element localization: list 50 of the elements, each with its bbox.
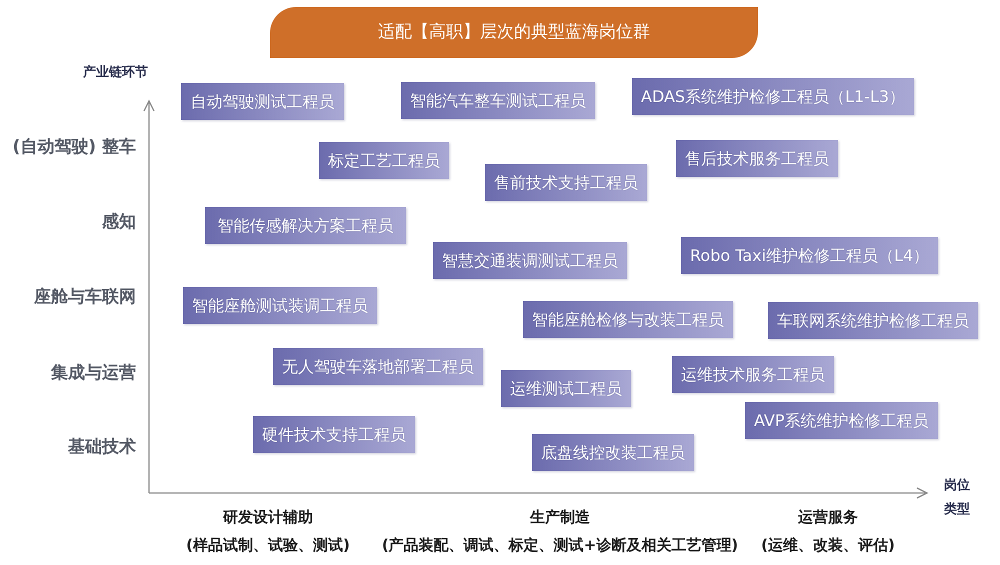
job-title: 运维测试工程员 xyxy=(510,378,622,398)
job-title: 无人驾驶车落地部署工程员 xyxy=(282,356,474,376)
axis-category-label: (自动驾驶) 整车 xyxy=(12,137,136,157)
job-title: ADAS系统维护检修工程员（L1-L3） xyxy=(641,86,906,106)
axis-category-label: 基础技术 xyxy=(68,437,136,457)
job-box xyxy=(273,348,483,385)
job-title: 硬件技术支持工程员 xyxy=(262,424,406,444)
job-title: 智能座舱检修与改装工程员 xyxy=(532,310,724,330)
job-title: 智能汽车整车测试工程员 xyxy=(410,90,586,110)
job-box xyxy=(745,402,938,439)
job-box xyxy=(501,370,631,407)
job-title: 标定工艺工程员 xyxy=(328,150,440,170)
axis-category-label: 研发设计辅助 xyxy=(223,508,313,526)
axis-category-note: (产品装配、调试、标定、测试+诊断及相关工艺管理) xyxy=(382,536,738,554)
axis-category-label: 集成与运营 xyxy=(51,363,136,383)
job-box xyxy=(181,83,344,120)
job-box xyxy=(319,142,449,179)
job-box xyxy=(183,287,377,324)
job-title: 售后技术服务工程员 xyxy=(685,148,829,168)
job-box xyxy=(523,301,733,338)
job-box xyxy=(485,164,647,201)
job-title: 车联网系统维护检修工程员 xyxy=(777,310,969,330)
job-title: 智能座舱测试装调工程员 xyxy=(192,296,368,316)
job-title: 智慧交通装调测试工程员 xyxy=(442,250,618,270)
job-box xyxy=(253,416,415,453)
job-box xyxy=(433,242,627,279)
job-title: 智能传感解决方案工程员 xyxy=(218,216,394,236)
job-box xyxy=(205,207,406,244)
job-box xyxy=(676,140,838,177)
job-title: 自动驾驶测试工程员 xyxy=(190,92,334,112)
axis-category-label: 座舱与车联网 xyxy=(34,287,136,307)
job-title: 底盘线控改装工程员 xyxy=(541,442,685,462)
job-box xyxy=(681,237,938,274)
job-box xyxy=(768,302,978,339)
title-banner: 适配【高职】层次的典型蓝海岗位群 xyxy=(270,7,758,58)
job-title: 运维技术服务工程员 xyxy=(681,364,825,384)
axis-title: 产业链环节 xyxy=(83,65,148,80)
axis-category-label: 生产制造 xyxy=(530,508,590,526)
job-title: 售前技术支持工程员 xyxy=(494,172,638,192)
axis-title: 岗位类型 xyxy=(944,477,971,519)
job-title: AVP系统维护检修工程员 xyxy=(754,410,929,430)
job-box xyxy=(401,82,595,119)
axis-category-label: 感知 xyxy=(102,212,136,232)
axis-category-label: 运营服务 xyxy=(798,508,858,526)
job-box xyxy=(672,356,834,393)
job-box xyxy=(532,434,694,471)
axis-category-note: (运维、改装、评估) xyxy=(761,536,895,554)
job-box xyxy=(632,78,914,115)
job-title: Robo Taxi维护检修工程员（L4） xyxy=(690,246,930,266)
axis-category-note: (样品试制、试验、测试) xyxy=(186,536,350,554)
